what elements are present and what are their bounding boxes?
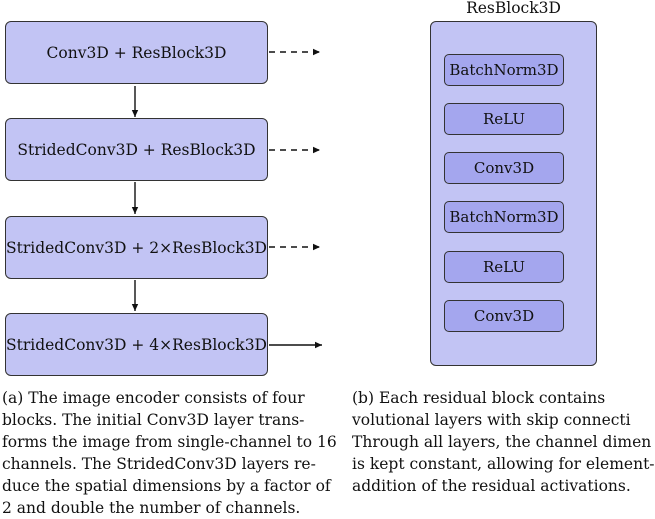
encoder-block-2-label: StridedConv3D + ResBlock3D <box>17 140 256 159</box>
caption-b-line: (b) Each residual block contains <box>352 389 606 407</box>
caption-b: (b) Each residual block contains volutio… <box>352 387 655 497</box>
caption-a-line: forms the image from single-channel to 1… <box>2 433 337 451</box>
res-layer-conv-2: Conv3D <box>444 300 564 332</box>
encoder-block-3: StridedConv3D + 2×ResBlock3D <box>5 216 268 279</box>
encoder-block-4-label: StridedConv3D + 4×ResBlock3D <box>6 335 267 354</box>
encoder-block-3-label: StridedConv3D + 2×ResBlock3D <box>6 238 267 257</box>
res-layer-6-label: Conv3D <box>473 307 535 325</box>
caption-a-line: blocks. The initial Conv3D layer trans- <box>2 411 305 429</box>
res-layer-conv-1: Conv3D <box>444 152 564 184</box>
caption-a-line: duce the spatial dimensions by a factor … <box>2 477 331 495</box>
res-layer-4-label: BatchNorm3D <box>449 208 559 226</box>
caption-b-line: is kept constant, allowing for element- <box>352 455 655 473</box>
caption-a-line: (a) The image encoder consists of four <box>2 389 305 407</box>
res-layer-relu-2: ReLU <box>444 251 564 283</box>
caption-a-line: 2 and double the number of channels. <box>2 499 301 517</box>
caption-a: (a) The image encoder consists of four b… <box>2 387 337 519</box>
encoder-block-1: Conv3D + ResBlock3D <box>5 21 268 84</box>
caption-a-line: channels. The StridedConv3D layers re- <box>2 455 316 473</box>
resblock-title: ResBlock3D <box>466 0 561 17</box>
caption-b-line: Through all layers, the channel dimen <box>352 433 652 451</box>
res-layer-relu-1: ReLU <box>444 103 564 135</box>
encoder-block-2: StridedConv3D + ResBlock3D <box>5 118 268 181</box>
caption-b-line: addition of the residual activations. <box>352 477 631 495</box>
encoder-block-4: StridedConv3D + 4×ResBlock3D <box>5 313 268 376</box>
res-layer-2-label: ReLU <box>483 110 525 128</box>
caption-b-line: volutional layers with skip connecti <box>352 411 631 429</box>
res-layer-1-label: BatchNorm3D <box>449 61 559 79</box>
res-layer-5-label: ReLU <box>483 258 525 276</box>
res-layer-batchnorm-2: BatchNorm3D <box>444 201 564 233</box>
encoder-block-1-label: Conv3D + ResBlock3D <box>46 43 227 62</box>
res-layer-3-label: Conv3D <box>473 159 535 177</box>
res-layer-batchnorm-1: BatchNorm3D <box>444 54 564 86</box>
